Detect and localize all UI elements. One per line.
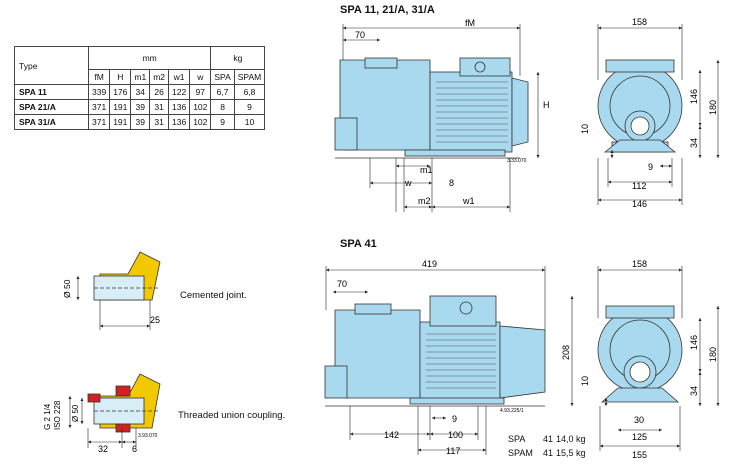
dim-180b: 180 xyxy=(708,347,718,362)
bottom-side-view-pump xyxy=(324,295,546,407)
label-g: G 2 1/4 xyxy=(43,403,52,430)
dim-34b: 34 xyxy=(689,386,699,396)
dimensions-table: Type mm kg fM H m1 m2 w1 w SPA SPAM SPA … xyxy=(14,46,266,130)
top-front-view-pump xyxy=(597,59,683,153)
dim-10: 10 xyxy=(580,124,590,134)
cemented-joint-dims xyxy=(76,276,151,330)
threaded-union-caption: Threaded union coupling. xyxy=(178,410,286,421)
dim-9b: 9 xyxy=(452,414,457,424)
weight-model-spa: SPA xyxy=(508,434,526,444)
dim-w1: w1 xyxy=(462,196,475,206)
dim-d50-cement: Ø 50 xyxy=(62,279,72,298)
ref-code-joint: 3.93.070 xyxy=(138,433,158,439)
dim-208: 208 xyxy=(561,345,571,360)
threaded-union-drawing xyxy=(87,373,161,433)
threaded-union-dims xyxy=(68,396,137,448)
bottom-drawing-title: SPA 41 xyxy=(340,238,377,250)
label-iso: ISO 228 xyxy=(53,400,62,430)
dim-10b: 10 xyxy=(580,376,590,386)
dim-9: 9 xyxy=(648,162,653,172)
dim-180: 180 xyxy=(708,100,718,115)
dim-d50-thread: Ø 50 xyxy=(71,404,80,422)
value-cell: 136 xyxy=(167,114,191,130)
value-cell: 9 xyxy=(210,114,235,130)
ref-code-b: 4.93.225/1 xyxy=(500,408,524,414)
dim-32: 32 xyxy=(98,444,108,454)
dim-h: H xyxy=(543,100,550,110)
cemented-joint-drawing xyxy=(93,251,161,301)
bottom-side-dimension-lines xyxy=(325,266,574,455)
value-cell: 10 xyxy=(233,114,266,130)
weight-model-spam: SPAM xyxy=(508,448,533,458)
top-side-dimension-lines xyxy=(342,24,540,212)
dim-8: 8 xyxy=(449,178,454,188)
dim-146: 146 xyxy=(689,89,699,104)
ref-code: 3.33.070 xyxy=(507,158,527,164)
type-header: Type xyxy=(14,46,89,85)
dim-w: w xyxy=(404,178,412,188)
bottom-front-view-pump xyxy=(597,305,683,403)
value-cell: 39 xyxy=(130,99,151,115)
dim-146b: 146 xyxy=(632,199,647,209)
dim-117: 117 xyxy=(446,446,460,456)
bottom-front-dimension-lines xyxy=(597,266,720,451)
dim-125: 125 xyxy=(632,432,647,442)
value-cell: 39 xyxy=(130,114,151,130)
dim-419: 419 xyxy=(422,259,437,269)
dim-158: 158 xyxy=(632,17,647,27)
top-side-view-pump xyxy=(334,57,529,159)
cemented-joint-caption: Cemented joint. xyxy=(180,290,247,301)
dim-70b: 70 xyxy=(337,279,347,289)
dim-158b: 158 xyxy=(632,259,647,269)
dim-25: 25 xyxy=(150,315,160,325)
dim-70: 70 xyxy=(355,30,365,40)
weight-value-spam: 15,5 kg xyxy=(556,448,586,458)
table-row: SPA 31/A 371 191 39 31 136 102 9 10 xyxy=(14,114,266,130)
value-cell: 191 xyxy=(109,114,132,130)
dim-100: 100 xyxy=(448,430,463,440)
weight-value-spa: 14,0 kg xyxy=(556,434,586,444)
dim-142: 142 xyxy=(384,430,399,440)
top-drawing-title: SPA 11, 21/A, 31/A xyxy=(340,4,435,16)
weight-size-spam: 41 xyxy=(543,448,554,458)
weight-size-spa: 41 xyxy=(543,434,554,444)
top-front-dimension-lines xyxy=(597,24,720,205)
dim-m2: m2 xyxy=(418,196,431,206)
dim-30: 30 xyxy=(634,415,644,425)
dim-6: 6 xyxy=(132,444,137,454)
dim-34: 34 xyxy=(689,138,699,148)
dim-fm: fM xyxy=(465,18,475,28)
dim-155: 155 xyxy=(632,450,647,460)
dim-m1: m1 xyxy=(420,165,433,175)
dim-112: 112 xyxy=(632,181,646,191)
dim-146c: 146 xyxy=(689,335,699,350)
